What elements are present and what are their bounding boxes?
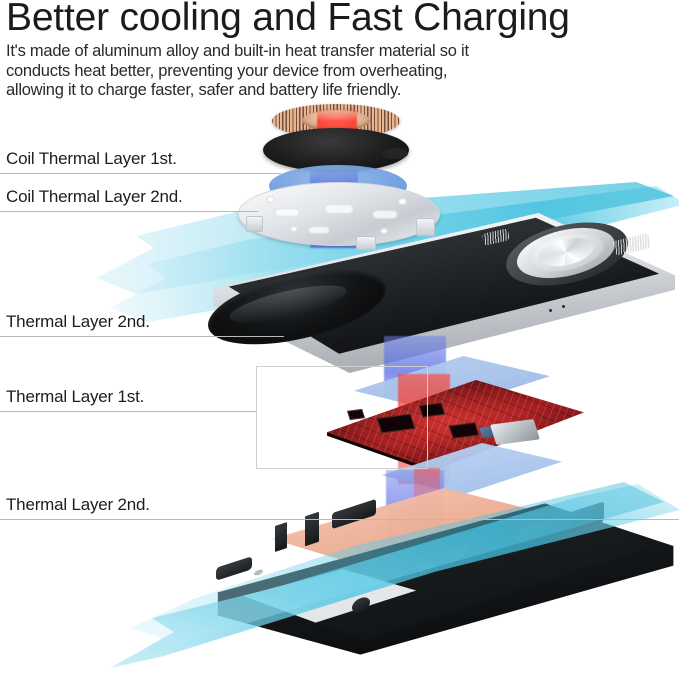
bottom-plastic-housing: [120, 498, 679, 676]
thermal-layer-1st-detail-box: [256, 366, 428, 469]
charger-upper-housing: [150, 211, 675, 373]
pcb-connector: [489, 418, 541, 446]
callout-leader-line: [0, 519, 679, 520]
bracket-slot: [372, 210, 398, 219]
bracket-hole: [290, 226, 298, 232]
housing-port-cutout: [216, 556, 252, 581]
description-line-3: allowing it to charge faster, safer and …: [6, 81, 402, 99]
bracket-slot: [308, 226, 330, 234]
callout-label: Thermal Layer 1st.: [6, 387, 145, 406]
callout-label: Thermal Layer 2nd.: [6, 312, 150, 331]
bracket-tab: [356, 236, 376, 250]
description-line-1: It's made of aluminum alloy and built-in…: [6, 42, 469, 60]
bracket-hole: [380, 228, 388, 234]
callout-label: Coil Thermal Layer 2nd.: [6, 187, 183, 206]
housing-rib: [275, 522, 287, 552]
bracket-body: [238, 182, 440, 246]
bracket-slot: [274, 208, 300, 217]
callout-label: Coil Thermal Layer 1st.: [6, 149, 177, 168]
bracket-hole: [266, 196, 275, 203]
callout-leader-line: [0, 336, 284, 337]
bracket-hole: [398, 198, 407, 205]
callout-leader-line: [0, 173, 281, 174]
charger-led-dot: [549, 309, 552, 312]
callout-leader-line: [0, 211, 258, 212]
metal-bracket-plate: [238, 182, 440, 250]
page-title: Better cooling and Fast Charging: [6, 0, 570, 39]
charger-led-dot: [562, 305, 565, 308]
housing-rib: [305, 511, 319, 547]
coil-thermal-layer-1st-tab: [382, 148, 408, 159]
bracket-tab: [416, 218, 435, 236]
housing-hole: [254, 568, 263, 577]
bracket-tab: [246, 216, 263, 232]
description-line-2: conducts heat better, preventing your de…: [6, 61, 448, 80]
bracket-slot: [324, 204, 354, 214]
callout-leader-line: [0, 411, 256, 412]
housing-rib: [332, 498, 376, 530]
callout-label: Thermal Layer 2nd.: [6, 495, 150, 514]
page-description: It's made of aluminum alloy and built-in…: [6, 42, 606, 101]
